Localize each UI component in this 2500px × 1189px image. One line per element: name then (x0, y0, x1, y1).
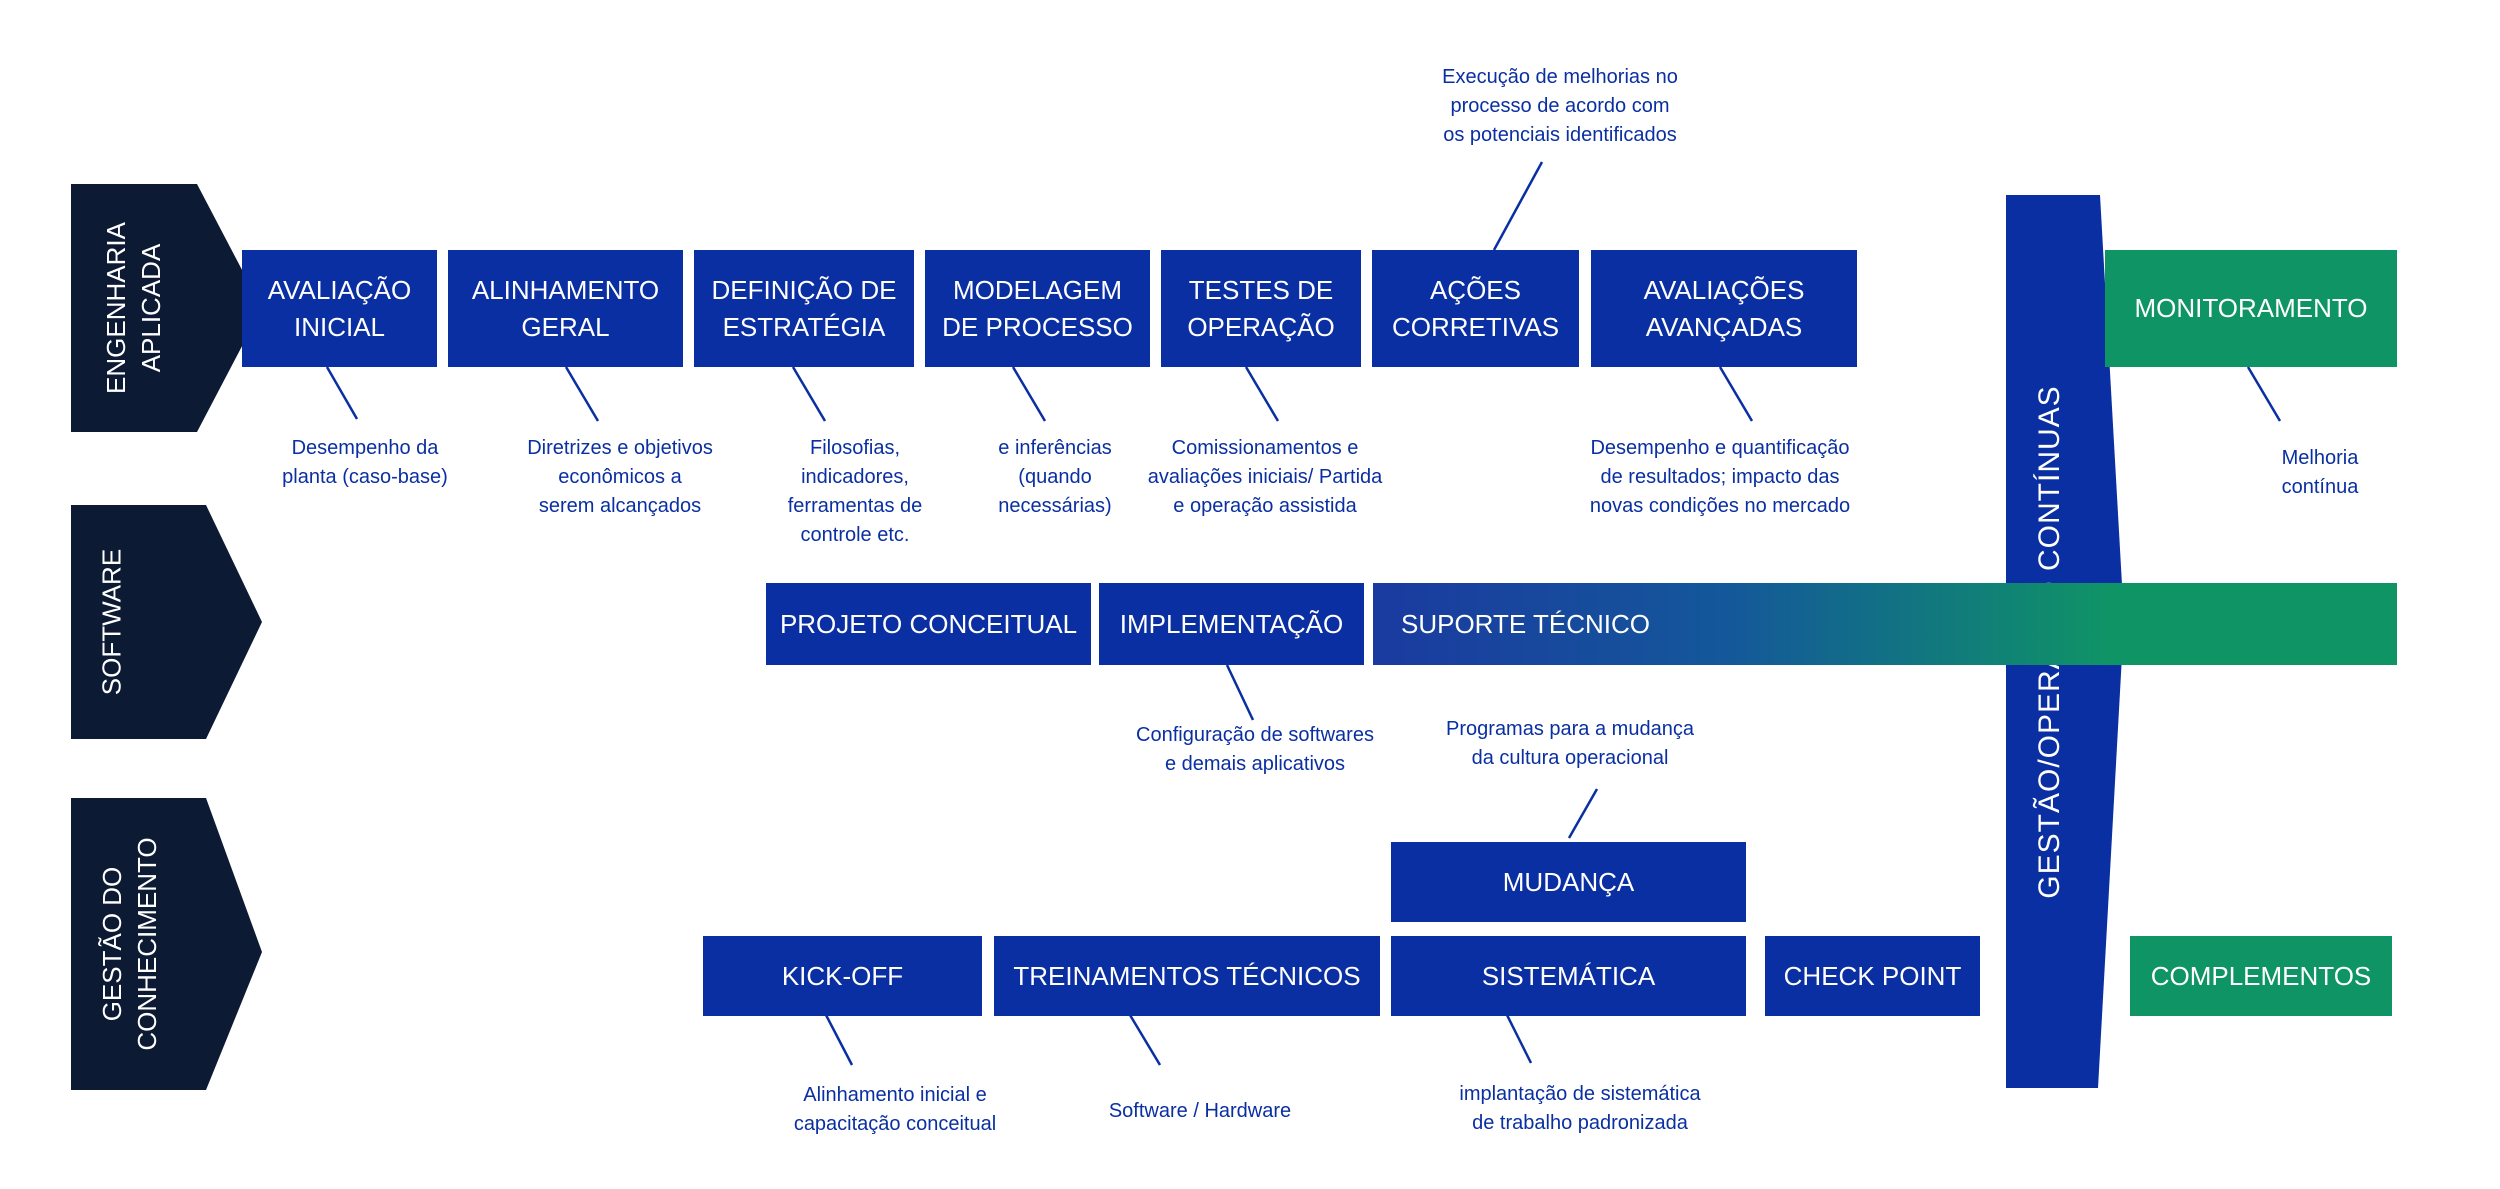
step-implementacao: IMPLEMENTAÇÃO (1099, 583, 1364, 665)
note-sistematica: implantação de sistemática de trabalho p… (1459, 1083, 1701, 1134)
connector-implementacao (1225, 664, 1255, 721)
step-suporte-tecnico: SUPORTE TÉCNICO (1373, 583, 2397, 665)
step-definicao-estrategia: DEFINIÇÃO DE ESTRATÉGIA (694, 250, 914, 367)
connector-mudanca (1567, 788, 1599, 839)
row-label-software: SOFTWARE (96, 548, 127, 696)
note-mudanca: Programas para a mudança da cultura oper… (1446, 718, 1694, 769)
step-treinamentos-tecnicos: TREINAMENTOS TÉCNICOS (994, 936, 1380, 1016)
note-testes-operacao: Comissionamentos e avaliações iniciais/ … (1147, 437, 1383, 517)
note-monitoramento: Melhoria contínua (2281, 447, 2359, 498)
step-testes-operacao: TESTES DE OPERAÇÃO (1161, 250, 1361, 367)
note-acoes-corretivas: Execução de melhorias no processo de aco… (1442, 66, 1678, 146)
note-kick-off: Alinhamento inicial e capacitação concei… (793, 1084, 997, 1135)
note-implementacao: Configuração de softwares e demais aplic… (1136, 724, 1374, 775)
step-avaliacao-inicial: AVALIAÇÃO INICIAL (242, 250, 437, 367)
connector-avaliacao-inicial (325, 366, 359, 420)
note-treinamentos-tecnicos: Software / Hardware (1108, 1100, 1292, 1122)
step-mudanca: MUDANÇA (1391, 842, 1746, 922)
connector-sistematica (1505, 1014, 1533, 1064)
connector-monitoramento (2246, 366, 2282, 422)
note-modelagem-processo: e inferências (quando necessárias) (998, 437, 1112, 517)
step-kick-off: KICK-OFF (703, 936, 982, 1016)
connector-alinhamento-geral (564, 366, 600, 422)
step-acoes-corretivas: AÇÕES CORRETIVAS (1372, 250, 1579, 367)
connector-testes-operacao (1244, 366, 1280, 422)
note-avaliacao-inicial: Desempenho da planta (caso-base) (282, 437, 448, 488)
note-alinhamento-geral: Diretrizes e objetivos econômicos a sere… (527, 437, 713, 517)
connector-definicao-estrategia (791, 366, 827, 422)
row-header-conhecimento-shape (71, 798, 262, 1090)
row-label-engenharia-aplicada: ENGENHARIA APLICADA (101, 222, 166, 394)
connector-treinamentos (1128, 1014, 1162, 1066)
step-avaliacoes-avancadas: AVALIAÇÕES AVANÇADAS (1591, 250, 1857, 367)
connector-acoes-corretivas (1492, 161, 1544, 251)
note-definicao-estrategia: Filosofias, indicadores, ferramentas de … (787, 437, 923, 546)
step-monitoramento: MONITORAMENTO (2105, 250, 2397, 367)
row-header-software-shape (71, 505, 262, 739)
row-header-engenharia-shape (71, 184, 262, 432)
connector-avaliacoes-avancadas (1718, 366, 1754, 422)
step-sistematica: SISTEMÁTICA (1391, 936, 1746, 1016)
row-label-gestao-conhecimento: GESTÃO DO CONHECIMENTO (97, 837, 162, 1051)
step-check-point: CHECK POINT (1765, 936, 1980, 1016)
connector-kick-off (824, 1014, 854, 1066)
step-alinhamento-geral: ALINHAMENTO GERAL (448, 250, 683, 367)
step-modelagem-processo: MODELAGEM DE PROCESSO (925, 250, 1150, 367)
step-projeto-conceitual: PROJETO CONCEITUAL (766, 583, 1091, 665)
note-avaliacoes-avancadas: Desempenho e quantificação de resultados… (1589, 437, 1851, 517)
step-complementos: COMPLEMENTOS (2130, 936, 2392, 1016)
connector-modelagem-processo (1011, 366, 1047, 422)
